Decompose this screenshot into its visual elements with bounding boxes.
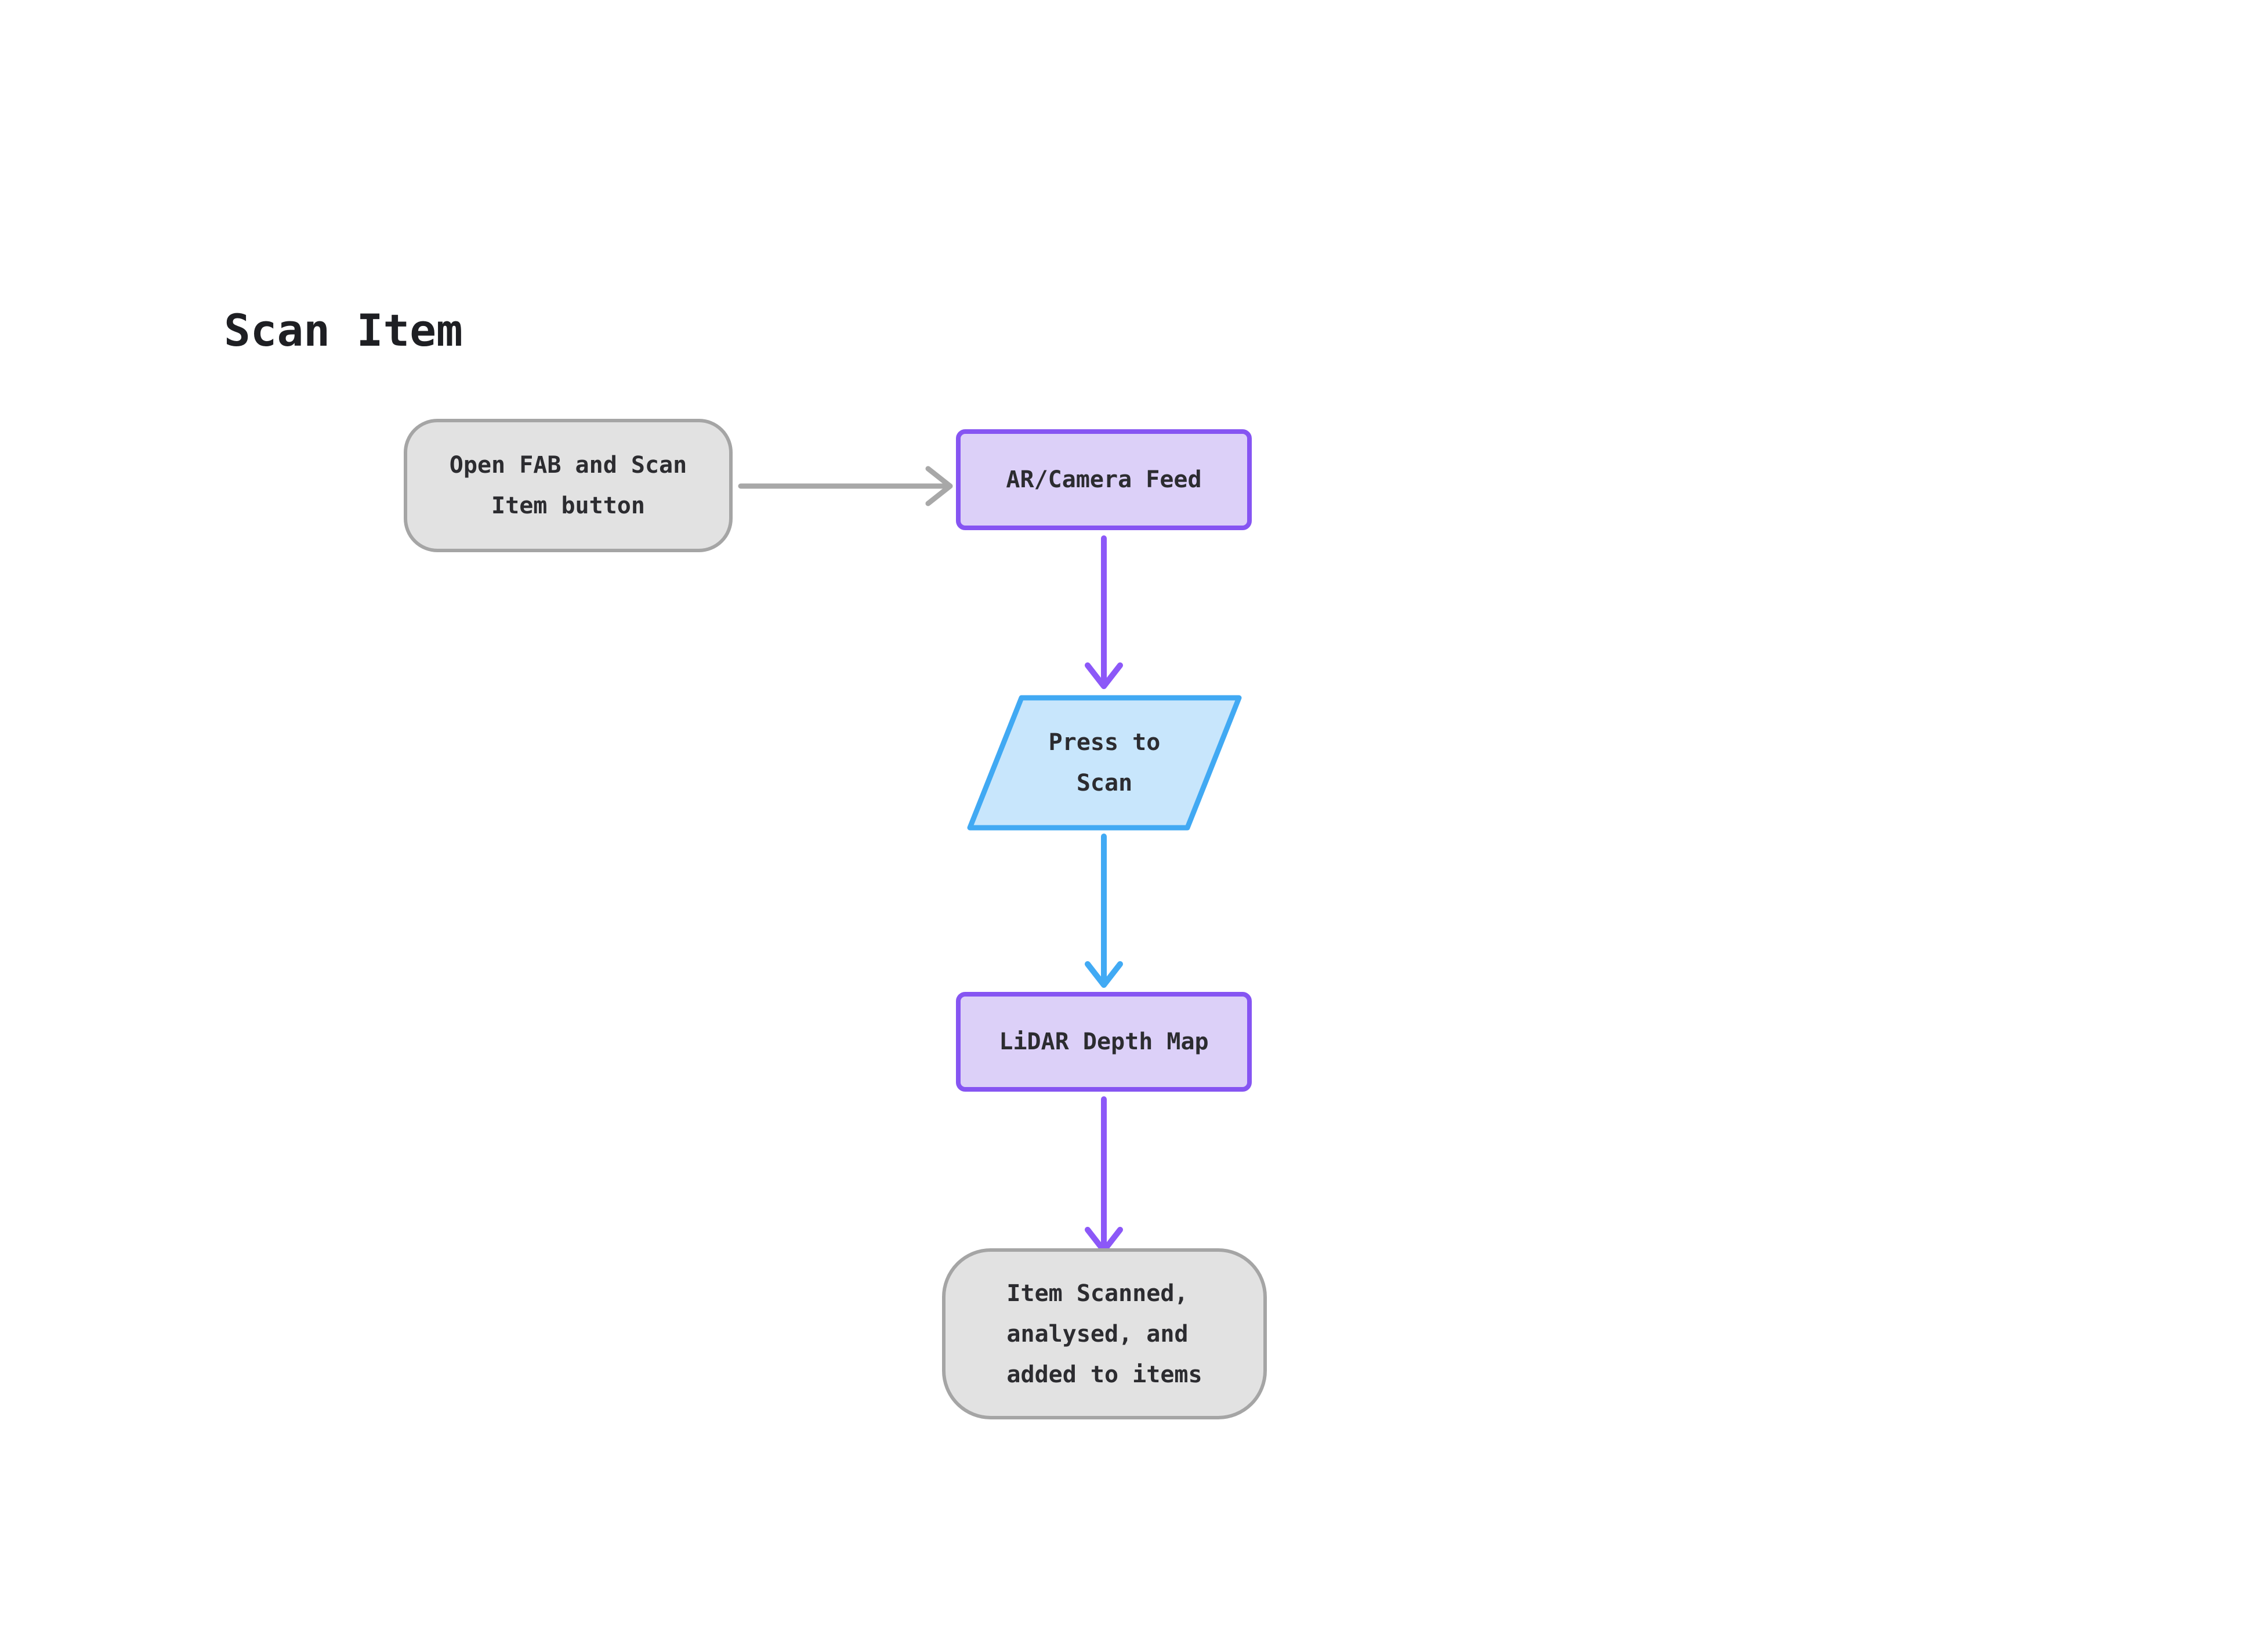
start-node: Open FAB and Scan Item button xyxy=(404,419,733,552)
ar-camera-feed-node: AR/Camera Feed xyxy=(956,429,1252,530)
press-to-scan-node: Press to Scan xyxy=(970,698,1239,828)
lidar-depth-map-node: LiDAR Depth Map xyxy=(956,992,1252,1092)
arrow-start-to-camera xyxy=(738,466,953,506)
lidar-depth-map-label: LiDAR Depth Map xyxy=(999,1028,1209,1055)
press-to-scan-label: Press to Scan xyxy=(1048,729,1161,796)
arrow-camera-to-scan xyxy=(1085,535,1123,689)
press-to-scan-parallelogram xyxy=(967,695,1242,831)
ar-camera-feed-label: AR/Camera Feed xyxy=(1006,466,1202,493)
arrow-chevron-icon xyxy=(925,466,953,506)
arrow-chevron-icon xyxy=(1085,961,1123,988)
end-node: Item Scanned, analysed, and added to ite… xyxy=(942,1248,1267,1419)
start-node-label: Open FAB and Scan Item button xyxy=(449,452,687,519)
arrow-lidar-to-done xyxy=(1085,1096,1123,1254)
diagram-title: Scan Item xyxy=(224,305,463,356)
arrow-scan-to-lidar xyxy=(1085,834,1123,988)
arrow-chevron-icon xyxy=(1085,662,1123,689)
end-node-label: Item Scanned, analysed, and added to ite… xyxy=(1006,1280,1202,1388)
